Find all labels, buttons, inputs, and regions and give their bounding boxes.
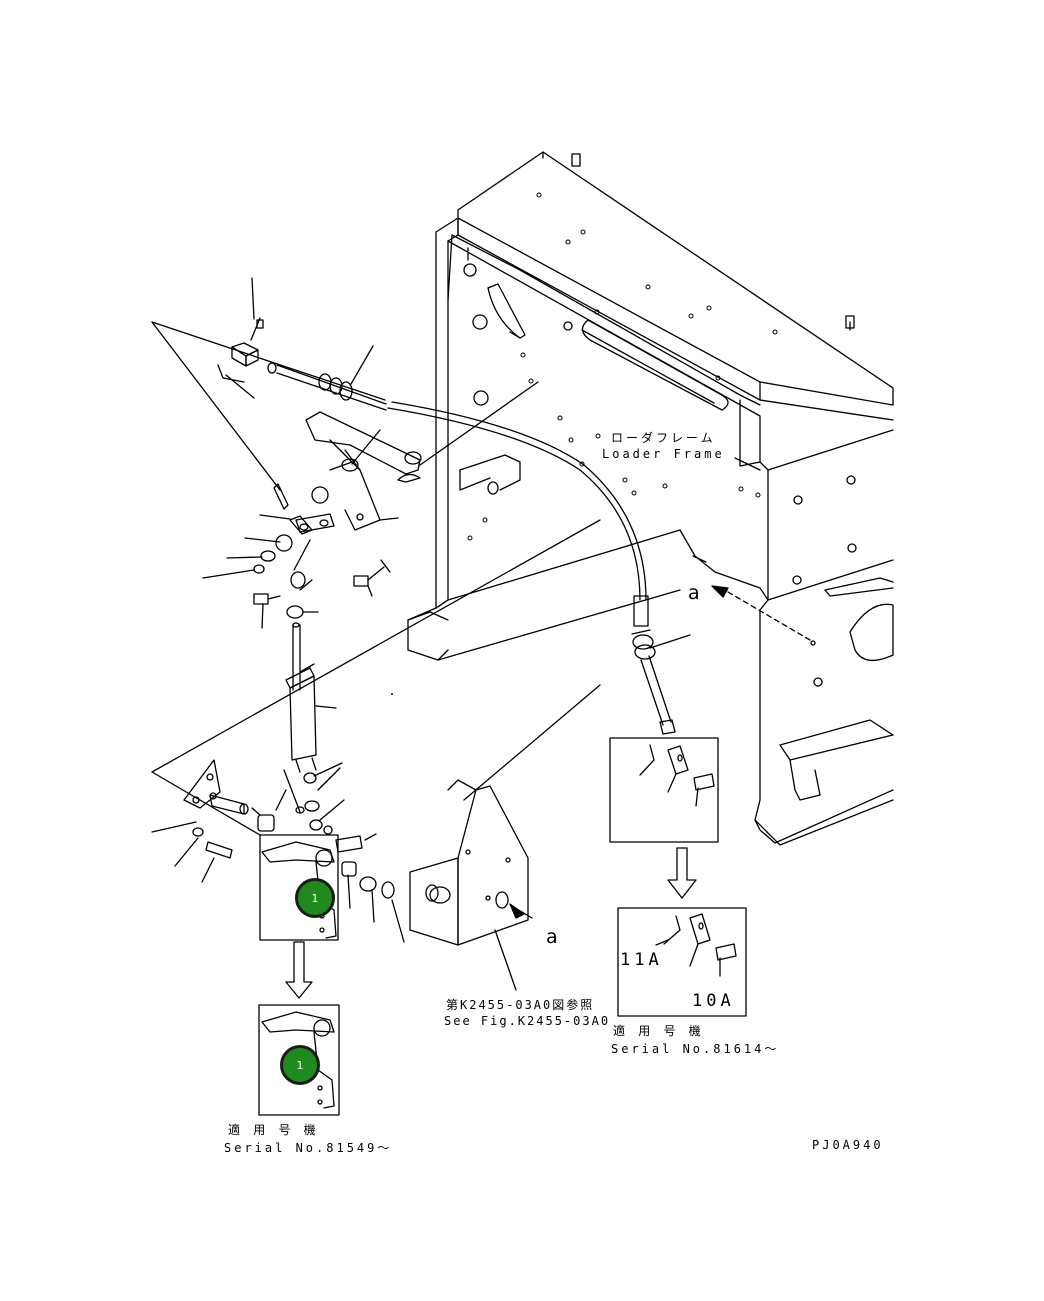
serial-left-label-jp: 適 用 号 機	[228, 1123, 319, 1137]
see-fig-label-en: See Fig.K2455-03A0	[444, 1014, 611, 1028]
part-number-11a: 11A	[620, 950, 663, 970]
part-callout-1-upper[interactable]: 1	[295, 878, 335, 918]
loader-frame	[407, 151, 894, 846]
lower-bracket-assembly	[151, 519, 601, 1116]
serial-right-label-en: Serial No.81614～	[611, 1042, 780, 1056]
view-arrow-a-top	[711, 585, 816, 646]
view-arrow-label-a-bottom: a	[546, 926, 558, 948]
serial-left-label-en: Serial No.81549～	[224, 1141, 393, 1155]
control-cable	[387, 401, 691, 735]
see-fig-label-jp: 第K2455-03A0図参照	[446, 998, 595, 1012]
detail-box-lower	[617, 907, 747, 1017]
part-number-10a: 10A	[692, 991, 735, 1011]
drawing-code: PJ0A940	[812, 1138, 884, 1152]
damper-cylinder	[285, 622, 343, 777]
serial-right-label-jp: 適 用 号 機	[613, 1024, 704, 1038]
view-arrow-label-a-top: a	[688, 582, 700, 604]
upper-rod-assembly	[151, 277, 539, 629]
loader-frame-label-en: Loader Frame	[602, 447, 725, 461]
detail-box-upper	[609, 737, 719, 899]
loader-frame-label-jp: ローダフレーム	[611, 431, 716, 445]
part-callout-1-lower[interactable]: 1	[280, 1045, 320, 1085]
mounting-bracket	[409, 684, 601, 991]
